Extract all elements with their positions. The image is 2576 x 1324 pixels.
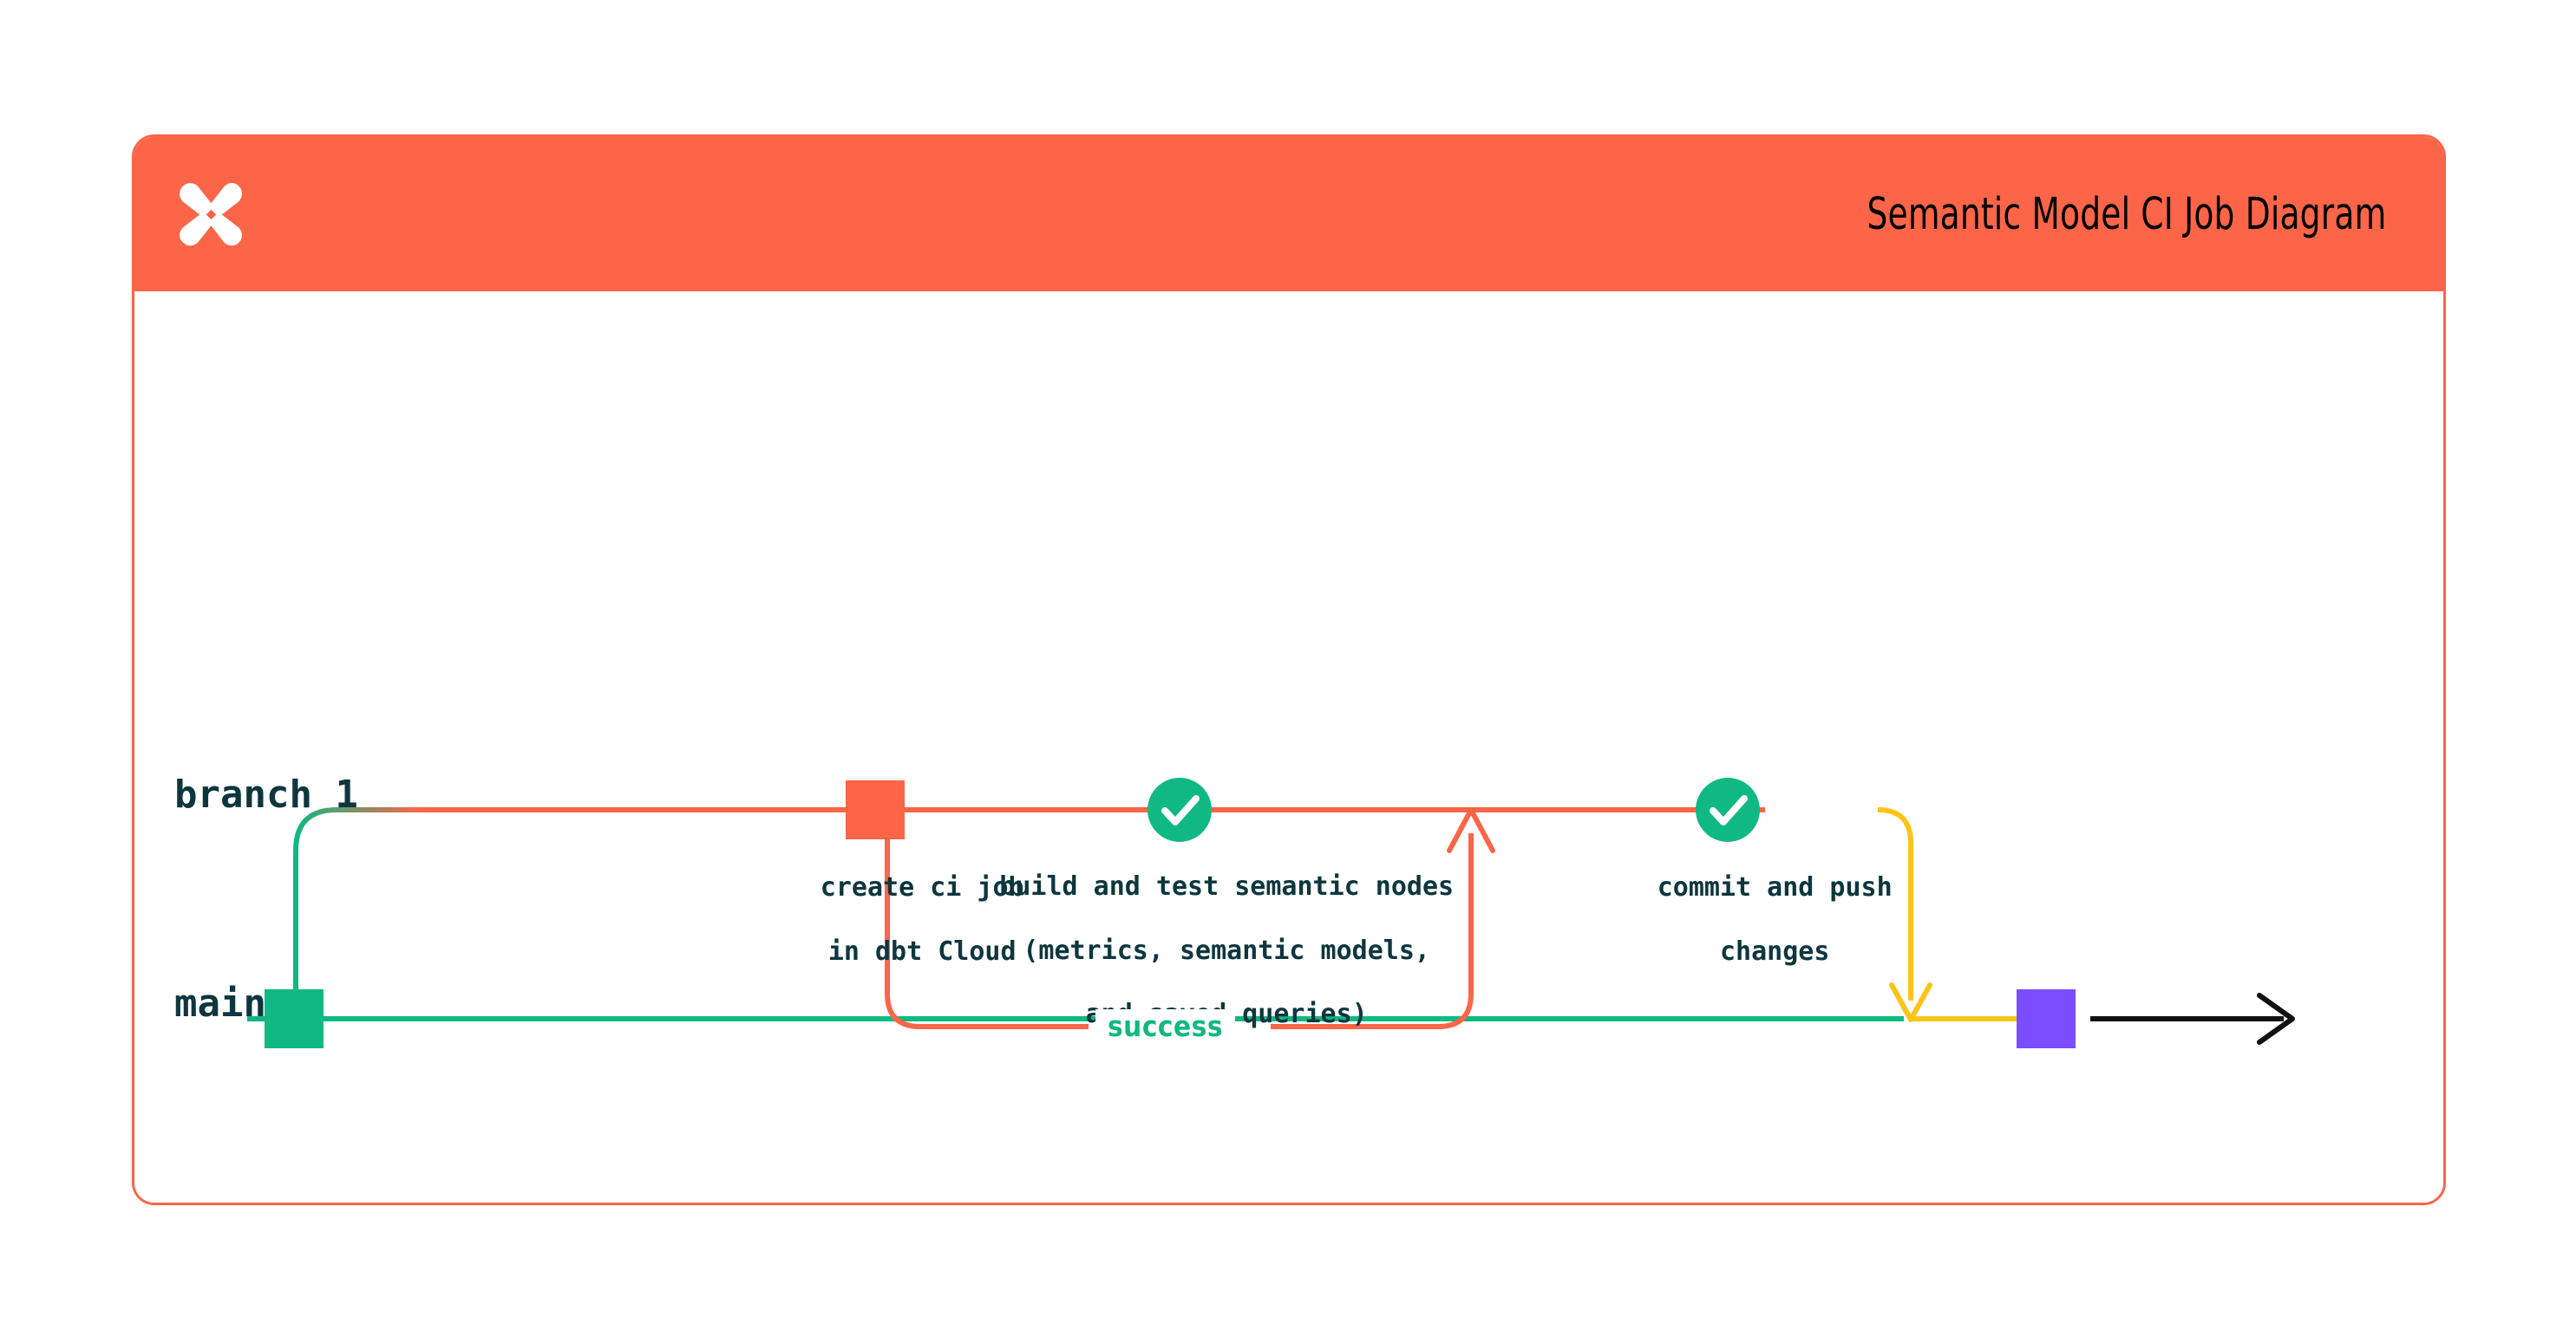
- lane-label-main: main: [174, 982, 266, 1026]
- caption-line-1: build and test semantic nodes: [999, 871, 1455, 902]
- caption-line-2: changes: [1719, 936, 1830, 967]
- flow-graphic: [247, 778, 2295, 1048]
- edge-label-success: success: [1095, 1009, 1236, 1043]
- node-create-ci-job[interactable]: [846, 780, 905, 839]
- node-build-and-test[interactable]: [1147, 778, 1212, 842]
- page-title: Semantic Model CI Job Diagram: [1867, 188, 2386, 240]
- caption-build-and-test: build and test semantic nodes (metrics, …: [876, 839, 1483, 1063]
- success-loop-right: [1271, 833, 1474, 1029]
- caption-line-1: commit and push: [1657, 871, 1893, 903]
- merge-edge-line: [1877, 807, 1913, 1001]
- main-continuation-arrowhead-icon: [2257, 993, 2295, 1045]
- diagram-canvas: branch 1 main create ci job in dbt Cloud…: [134, 291, 2443, 1203]
- check-icon: [1710, 795, 1748, 825]
- branch-off-edge: [293, 807, 423, 1021]
- lane-label-branch-1: branch 1: [174, 773, 358, 817]
- card-header: Semantic Model CI Job Diagram: [134, 137, 2443, 291]
- node-merge-to-main[interactable]: [2017, 989, 2076, 1048]
- success-loop-left: [885, 810, 1089, 1029]
- caption-create-ci-job: create ci job in dbt Cloud: [658, 840, 1092, 1000]
- dbt-x-logo-icon: [180, 183, 242, 246]
- check-icon: [1161, 795, 1200, 825]
- caption-line-2: (metrics, semantic models,: [1023, 935, 1430, 966]
- caption-line-1: create ci job: [820, 871, 1024, 903]
- success-loop-arrowhead-icon: [1447, 807, 1495, 853]
- caption-commit-and-push: commit and push changes: [1511, 840, 1945, 1000]
- node-main-start[interactable]: [265, 989, 324, 1048]
- caption-line-2: in dbt Cloud: [827, 936, 1017, 967]
- node-commit-and-push[interactable]: [1696, 778, 1760, 842]
- diagram-card: Semantic Model CI Job Diagram: [132, 134, 2446, 1205]
